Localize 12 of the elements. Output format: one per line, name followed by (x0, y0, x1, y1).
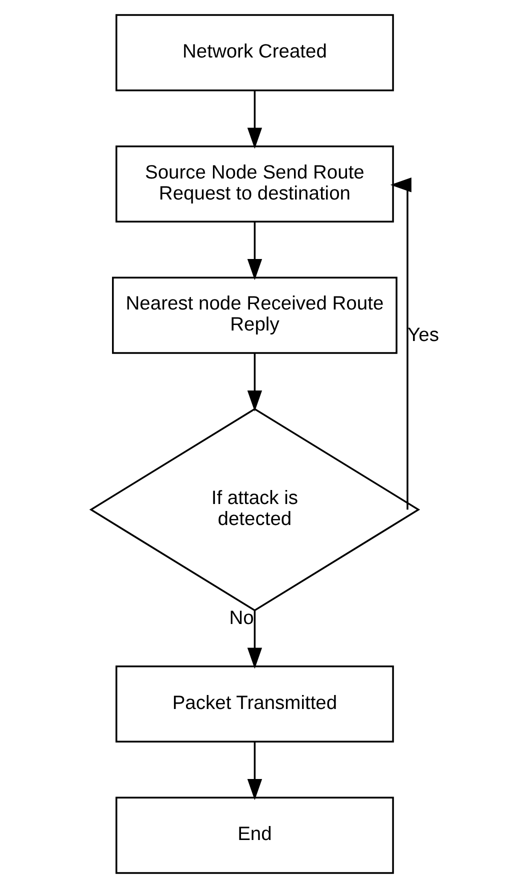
arrow (246, 610, 262, 669)
arrow (246, 90, 262, 149)
node-box: Nearest node Received Route Reply (112, 276, 397, 354)
node-box: Packet Transmitted (115, 666, 394, 743)
arrow (246, 742, 262, 800)
node-box: End (115, 796, 394, 874)
node-box: Network Created (115, 14, 394, 92)
arrow (246, 222, 262, 280)
arrow (246, 353, 262, 412)
node-diamond: If attack is detected (88, 408, 420, 612)
node-box: Source Node Send Route Request to destination (115, 145, 394, 222)
arrow (390, 178, 411, 510)
